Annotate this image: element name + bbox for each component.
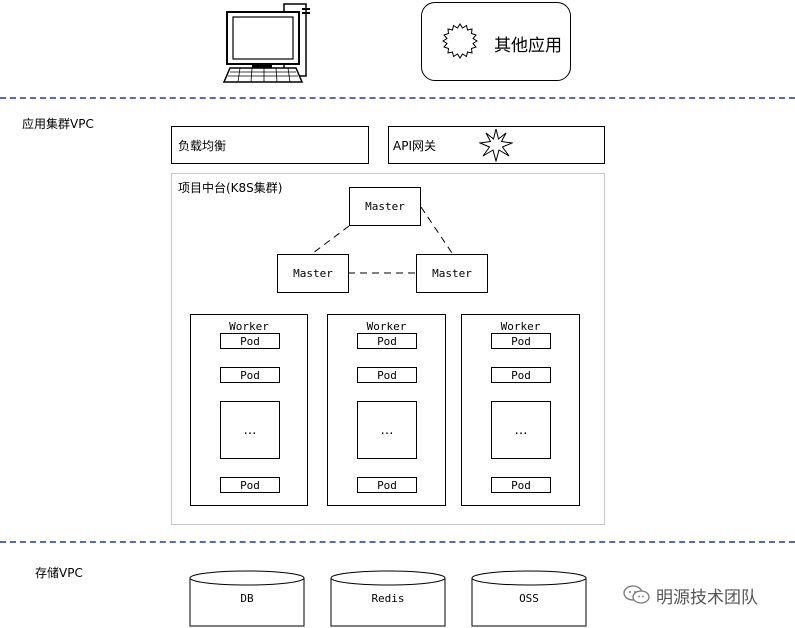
master-node-top: Master — [349, 187, 421, 226]
worker-node: Worker Pod Pod … Pod — [327, 314, 446, 506]
more-pods-placeholder: … — [357, 401, 417, 459]
store-label: Redis — [371, 592, 405, 605]
app-vpc-label: 应用集群VPC — [22, 117, 94, 131]
master-label: Master — [293, 267, 333, 280]
worker-title: Worker — [229, 320, 269, 333]
more-pods-placeholder: … — [220, 401, 280, 459]
load-balancer-label: 负载均衡 — [178, 139, 227, 153]
gear-icon — [442, 23, 478, 63]
storage-vpc-label: 存储VPC — [35, 566, 83, 580]
pod: Pod — [220, 477, 280, 493]
vpc-separator-bottom — [0, 541, 795, 543]
pod: Pod — [357, 477, 417, 493]
master-label: Master — [365, 200, 405, 213]
more-pods-placeholder: … — [491, 401, 551, 459]
api-gateway-box: API网关 — [388, 126, 605, 164]
store-label: DB — [240, 592, 254, 605]
pod: Pod — [491, 333, 551, 349]
master-node-right: Master — [416, 254, 488, 293]
master-node-left: Master — [277, 254, 349, 293]
k8s-cluster: 项目中台(K8S集群) — [171, 173, 605, 525]
wechat-icon — [622, 584, 652, 606]
pod: Pod — [220, 367, 280, 383]
database-cylinder: DB — [189, 570, 305, 628]
load-balancer-box: 负载均衡 — [171, 126, 369, 164]
other-apps-label: 其他应用 — [494, 36, 562, 56]
store-label: OSS — [519, 592, 539, 605]
k8s-cluster-label: 项目中台(K8S集群) — [178, 181, 283, 195]
vpc-separator-top — [0, 97, 795, 99]
master-label: Master — [432, 267, 472, 280]
star-icon — [478, 128, 514, 166]
pod: Pod — [491, 477, 551, 493]
worker-title: Worker — [366, 320, 407, 333]
watermark-text: 明源技术团队 — [656, 587, 758, 608]
computer-icon — [222, 2, 322, 84]
pod: Pod — [357, 333, 417, 349]
watermark: 明源技术团队 — [622, 583, 758, 608]
redis-cylinder: Redis — [330, 570, 446, 628]
worker-title: Worker — [500, 320, 541, 333]
worker-node: Worker Pod Pod … Pod — [190, 314, 308, 506]
pod: Pod — [491, 367, 551, 383]
pod: Pod — [220, 333, 280, 349]
api-gateway-label: API网关 — [393, 139, 436, 153]
oss-cylinder: OSS — [471, 570, 587, 628]
worker-node: Worker Pod Pod … Pod — [461, 314, 580, 506]
pod: Pod — [357, 367, 417, 383]
other-apps-box: 其他应用 — [421, 2, 571, 81]
